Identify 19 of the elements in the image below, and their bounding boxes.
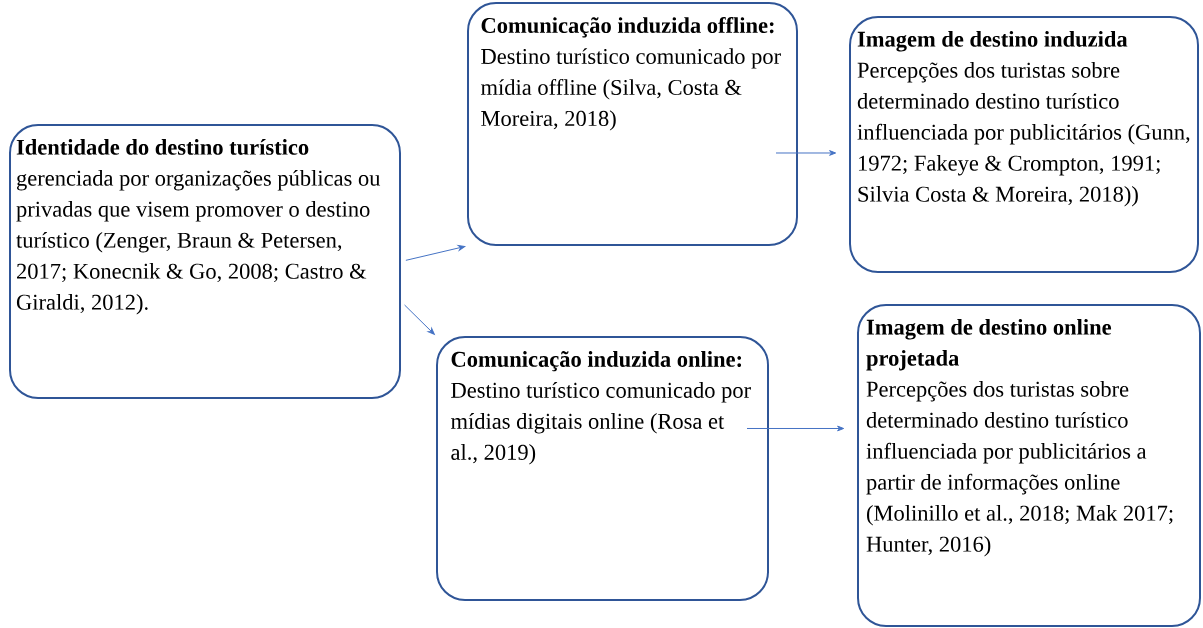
rounded-box	[857, 304, 1201, 627]
rounded-box	[436, 336, 769, 601]
rounded-box	[849, 16, 1199, 273]
body-text: Percepções dos turistas sobre determinado destino turístico influenciada por publicitários a partir de informações online (Molinillo et al., 2018; Mak 2017; Hunter, 2016)	[866, 381, 1173, 557]
arrow	[405, 245, 466, 261]
body-text: Destino turístico comunicado por mídia offline (Silva, Costa & Moreira, 2018)	[481, 48, 781, 131]
body-text: Percepções dos turistas sobre determinado destino turístico influenciada por publicitários (Gunn, 1972; Fakeye & Crompton, 1991; Silvia Costa & Moreira, 2018))	[857, 62, 1190, 207]
body-text: gerenciada por organizações públicas ou privadas que visem promover o destino turístico (Zenger, Braun & Petersen, 2017; Konecnik & Go, 2008; Castro & Giraldi, 2012).	[16, 169, 381, 315]
heading: Comunicação induzida offline:	[481, 17, 774, 38]
heading: Imagem de destino online projetada	[866, 319, 1112, 371]
arrow	[775, 150, 837, 156]
heading: Imagem de destino induzida	[857, 31, 1128, 52]
rounded-box	[467, 2, 798, 246]
arrow	[746, 425, 845, 432]
heading: Comunicação induzida online:	[451, 351, 742, 372]
heading: Identidade do destino turístico	[16, 139, 309, 155]
rounded-box	[9, 124, 401, 399]
body-text: Destino turístico comunicado por mídias digitais online (Rosa et al., 2019)	[451, 382, 751, 465]
arrow	[404, 304, 435, 335]
